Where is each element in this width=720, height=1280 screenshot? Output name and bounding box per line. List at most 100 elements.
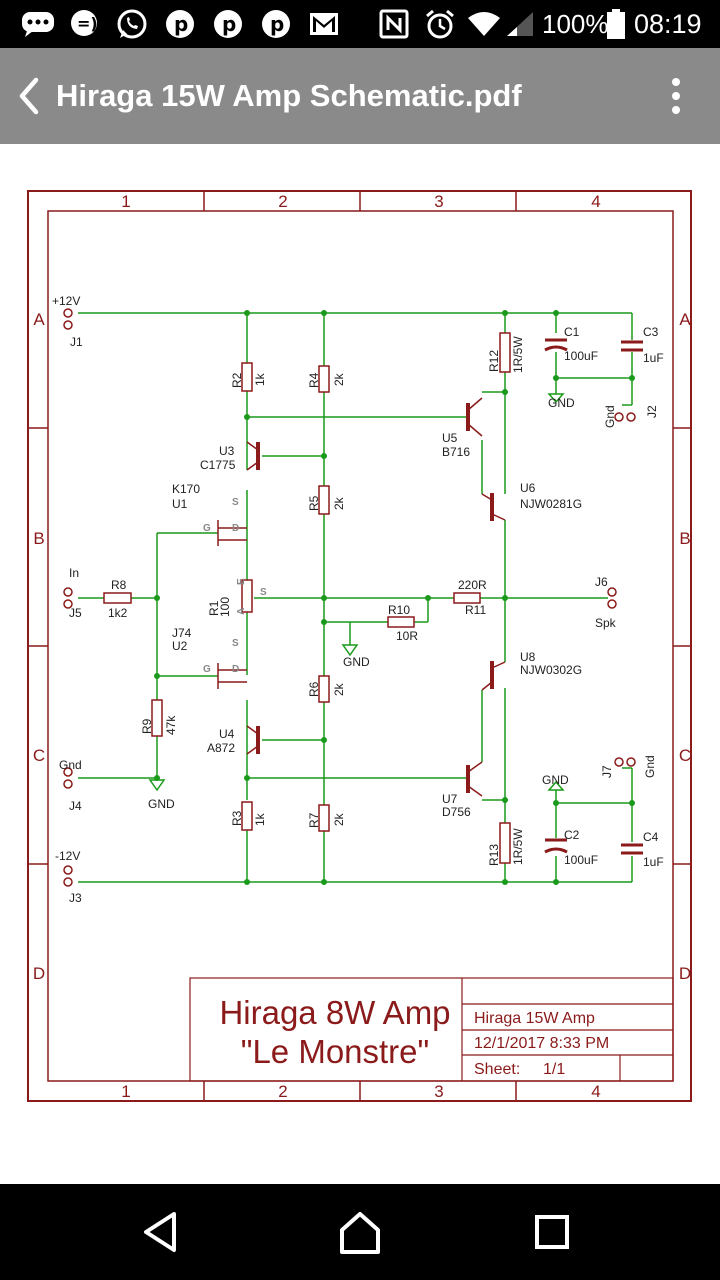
label-r11: R11 — [465, 603, 486, 617]
label-r2v: 1k — [253, 372, 267, 386]
label-c3v: 1uF — [643, 351, 664, 365]
label-u6: U6 — [520, 481, 536, 495]
gmail-icon — [306, 0, 342, 48]
label-u7: U7 — [442, 792, 458, 806]
chat-bubble-icon — [20, 0, 56, 48]
label-r7: R7 — [307, 812, 321, 828]
home-icon[interactable] — [332, 1204, 388, 1260]
pinterest-icon: p — [258, 0, 294, 48]
frame-inner — [47, 210, 674, 1082]
wifi-icon — [466, 0, 502, 48]
whatsapp-icon — [114, 0, 150, 48]
pdf-page[interactable]: 1 2 3 4 1 2 3 4 A B C D A B C D — [0, 144, 720, 1184]
label-u2: U2 — [172, 639, 188, 653]
label-njw0302g: NJW0302G — [520, 663, 582, 677]
label-r7v: 2k — [332, 812, 346, 826]
label-c2: C2 — [564, 828, 580, 842]
label-r9: R9 — [140, 718, 154, 734]
status-bar: =) p p p 100% 08:19 — [0, 0, 720, 48]
signal-icon — [504, 0, 536, 48]
title-main-line2: "Le Monstre" — [241, 1033, 430, 1070]
pinterest-icon: p — [210, 0, 246, 48]
label-r9v: 47k — [164, 715, 178, 735]
transistors — [217, 397, 506, 797]
col-label-2: 2 — [278, 192, 287, 211]
pin-s-u2: S — [232, 638, 239, 649]
row-label-a-right: A — [679, 310, 691, 329]
row-label-c: C — [33, 746, 45, 765]
pin-s-r1: S — [260, 587, 267, 598]
pin-e-r1: E — [236, 578, 247, 585]
back-triangle-icon[interactable] — [132, 1204, 188, 1260]
label-j7: J7 — [600, 765, 614, 778]
col-label-4: 4 — [591, 192, 600, 211]
label-r8: R8 — [111, 578, 127, 592]
label-k170: K170 — [172, 482, 200, 496]
label-v12: +12V — [52, 294, 80, 308]
frame-outer — [27, 190, 692, 1102]
label-j1: J1 — [70, 335, 83, 349]
label-vneg12: -12V — [55, 849, 80, 863]
capacitors — [544, 338, 643, 855]
label-j2: J2 — [645, 405, 659, 418]
col-label-1: 1 — [121, 192, 130, 211]
col-label-3: 3 — [434, 192, 443, 211]
battery-icon — [604, 0, 628, 48]
title-sheet-value: 1/1 — [543, 1061, 565, 1078]
row-label-b-right: B — [679, 529, 690, 548]
row-label-a: A — [33, 310, 45, 329]
title-date: 12/1/2017 8:33 PM — [474, 1035, 609, 1052]
title-name: Hiraga 15W Amp — [474, 1010, 595, 1027]
document-title: Hiraga 15W Amp Schematic.pdf — [56, 78, 522, 113]
connectors — [63, 308, 636, 887]
label-u5: U5 — [442, 431, 458, 445]
label-gnd-in: Gnd — [59, 758, 82, 772]
label-c1v: 100uF — [564, 349, 598, 363]
overflow-menu-icon[interactable] — [660, 76, 692, 116]
label-c2v: 100uF — [564, 853, 598, 867]
col-label-4-bottom: 4 — [591, 1082, 600, 1101]
label-j74: J74 — [172, 626, 192, 640]
label-spk: Spk — [595, 616, 617, 630]
label-u1: U1 — [172, 497, 188, 511]
label-u8: U8 — [520, 650, 536, 664]
label-c3: C3 — [643, 325, 659, 339]
svg-text:p: p — [222, 12, 236, 36]
label-j6: J6 — [595, 575, 608, 589]
pin-d-u1: D — [232, 523, 239, 534]
clock: 08:19 — [634, 9, 702, 39]
recents-icon[interactable] — [524, 1204, 580, 1260]
label-r10v: 10R — [396, 629, 418, 643]
label-in: In — [69, 566, 79, 580]
svg-text:=): =) — [77, 14, 98, 33]
label-r11v: 220R — [458, 578, 487, 592]
label-r2: R2 — [230, 372, 244, 388]
label-b716: B716 — [442, 445, 470, 459]
back-arrow-icon[interactable] — [10, 72, 58, 120]
label-r6v: 2k — [332, 682, 346, 696]
label-r13: R13 — [487, 844, 501, 866]
label-gnd-mid: GND — [343, 655, 370, 669]
label-c4v: 1uF — [643, 855, 664, 869]
label-r4: R4 — [307, 372, 321, 388]
label-r12: R12 — [487, 350, 501, 372]
label-r1: R1 — [207, 600, 221, 616]
row-label-d: D — [33, 964, 45, 983]
svg-text:p: p — [270, 12, 284, 36]
components — [103, 332, 511, 864]
label-r12v: 1R/5W — [511, 336, 525, 373]
label-r4v: 2k — [332, 372, 346, 386]
label-gnd-j2: Gnd — [603, 405, 617, 428]
label-j4: J4 — [69, 799, 82, 813]
label-r1v: 100 — [218, 597, 232, 617]
label-a872: A872 — [207, 741, 235, 755]
label-r5: R5 — [307, 495, 321, 511]
label-c1: C1 — [564, 325, 580, 339]
col-label-2-bottom: 2 — [278, 1082, 287, 1101]
pin-s-u1: S — [232, 497, 239, 508]
label-r3: R3 — [230, 810, 244, 826]
label-r6: R6 — [307, 681, 321, 697]
row-label-b: B — [33, 529, 44, 548]
pin-a-r1: A — [236, 608, 247, 615]
label-r5v: 2k — [332, 496, 346, 510]
